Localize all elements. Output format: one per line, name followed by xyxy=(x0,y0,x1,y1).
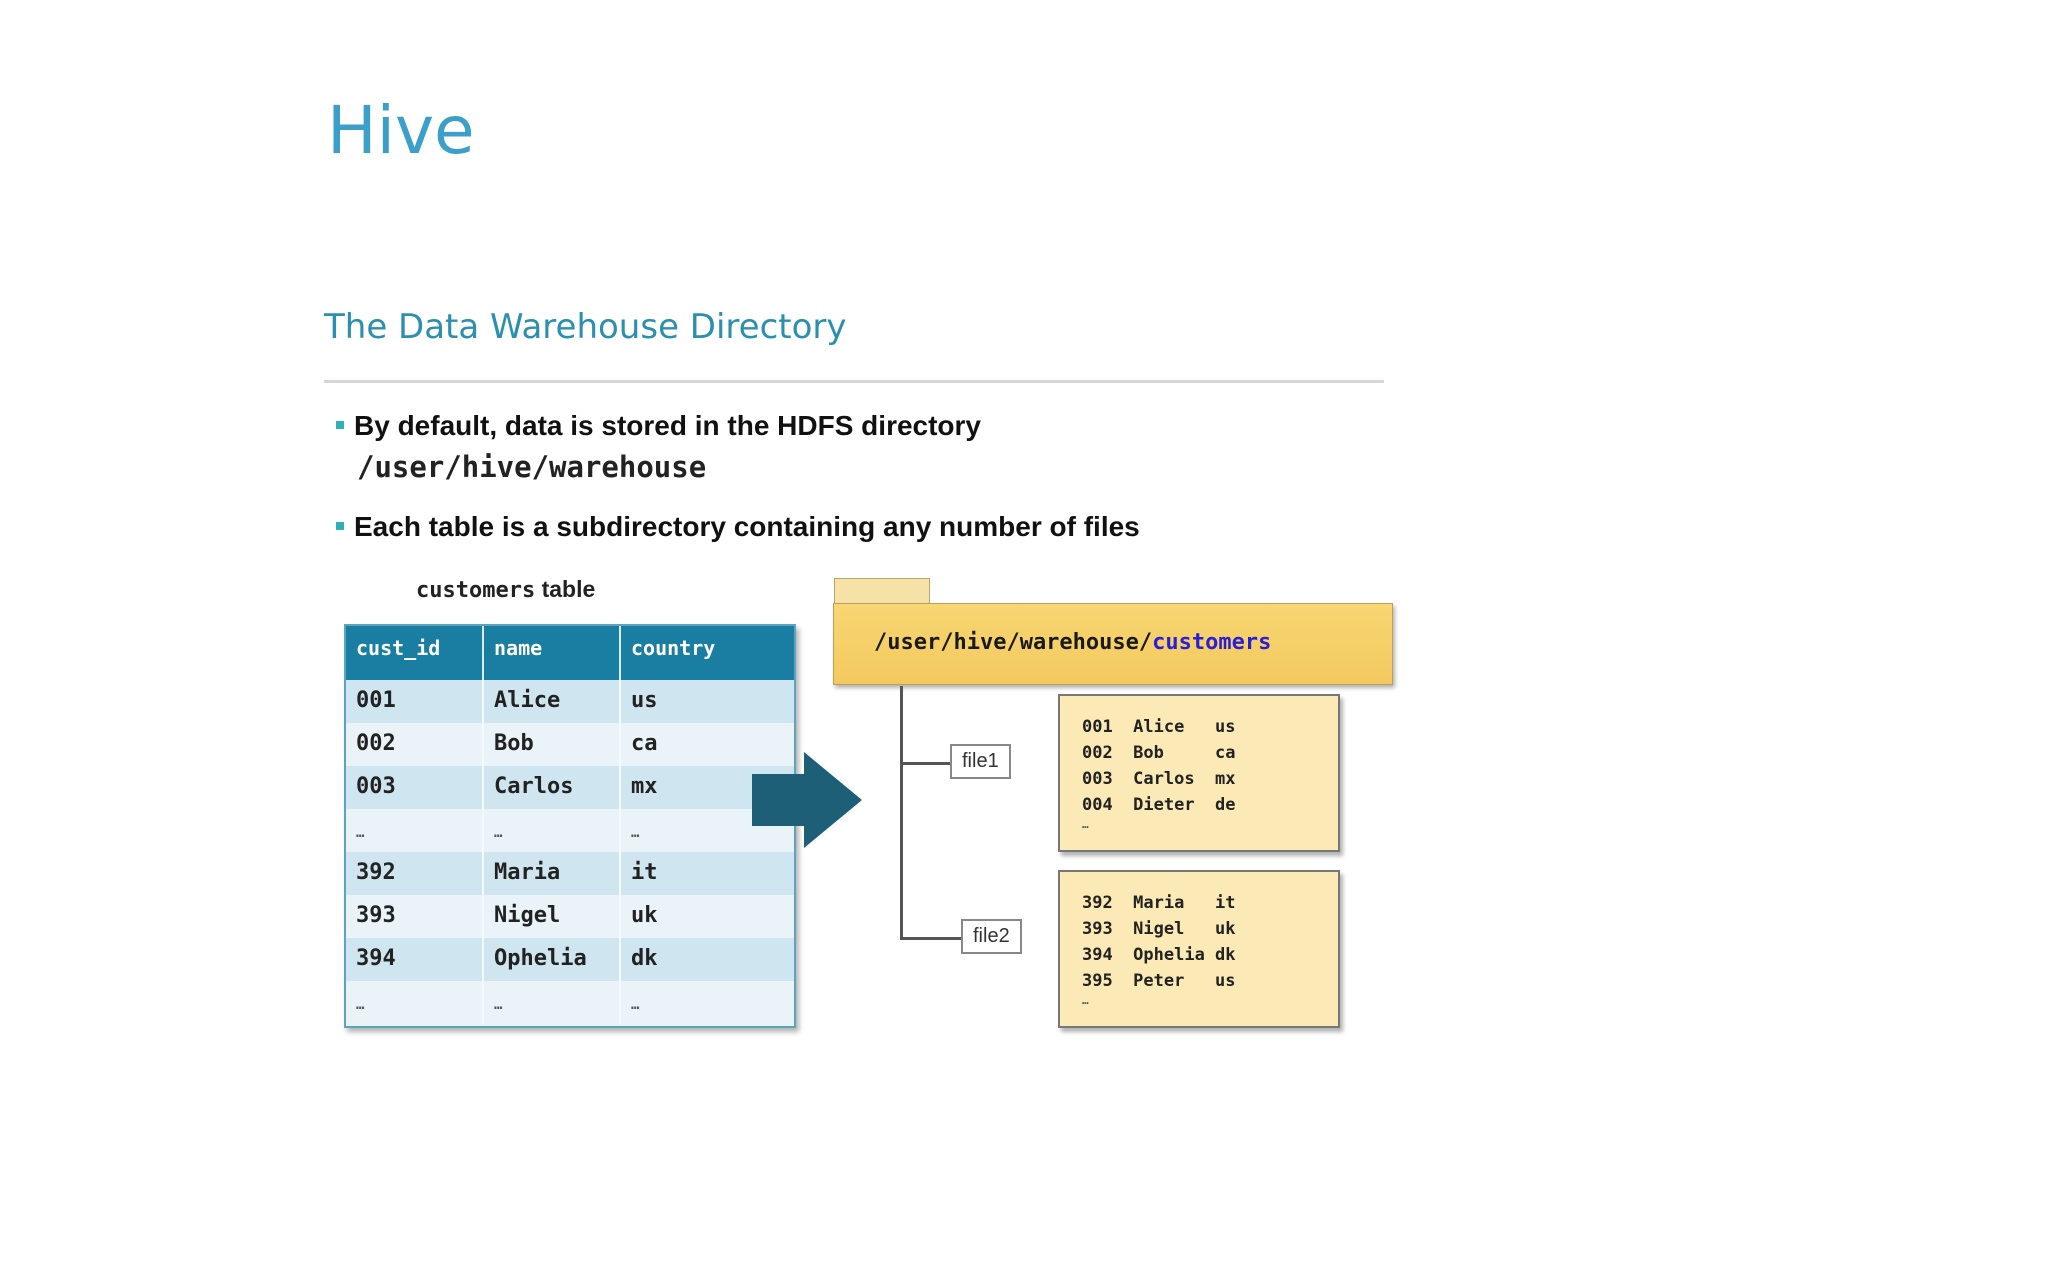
table-cell: … xyxy=(484,809,621,852)
file2-label: file2 xyxy=(961,919,1022,954)
divider xyxy=(324,380,1384,383)
right-arrow-icon xyxy=(752,752,862,848)
table-cell: ca xyxy=(631,731,658,756)
tree-branch xyxy=(900,762,950,765)
folder-path: /user/hive/warehouse/customers xyxy=(874,630,1271,655)
file-line: 395 Peter us xyxy=(1082,971,1236,991)
table-cell: Bob xyxy=(484,723,621,766)
table-cell: Carlos xyxy=(484,766,621,809)
table-caption-text: table xyxy=(535,576,596,602)
table-header-cell: name xyxy=(484,626,621,680)
folder-path-prefix: /user/hive/warehouse/ xyxy=(874,630,1153,655)
file-line: 393 Nigel uk xyxy=(1082,919,1236,939)
table-cell: … xyxy=(346,809,484,852)
table-cell: … xyxy=(631,997,640,1013)
table-caption-code: customers xyxy=(416,578,536,603)
bullet-marker xyxy=(336,420,344,429)
table-cell: Maria xyxy=(484,852,621,895)
table-header-row: cust_id name country xyxy=(346,626,794,680)
table-cell: 001 xyxy=(346,680,484,723)
bullet-marker xyxy=(336,521,344,530)
file-line: … xyxy=(1082,994,1089,1007)
table-cell: Nigel xyxy=(484,895,621,938)
file-line: 394 Ophelia dk xyxy=(1082,945,1236,965)
folder-icon: /user/hive/warehouse/customers xyxy=(833,603,1393,685)
table-cell: uk xyxy=(631,903,658,928)
table-cell: 002 xyxy=(346,723,484,766)
file-line: 003 Carlos mx xyxy=(1082,769,1236,789)
bullet-1-path: /user/hive/warehouse xyxy=(357,450,707,484)
section-heading: The Data Warehouse Directory xyxy=(324,307,847,347)
table-cell: 394 xyxy=(346,938,484,981)
file-line: … xyxy=(1082,818,1089,831)
table-header-cell: cust_id xyxy=(346,626,484,680)
file2-content: 392 Maria it 393 Nigel uk 394 Ophelia dk 39… xyxy=(1058,870,1340,1028)
bullet-1: By default, data is stored in the HDFS d… xyxy=(336,412,981,440)
table-row: ……… xyxy=(346,809,794,852)
table-cell: … xyxy=(346,981,484,1024)
table-cell: 392 xyxy=(346,852,484,895)
table-cell: 003 xyxy=(346,766,484,809)
file-line: 392 Maria it xyxy=(1082,893,1236,913)
file-line: 001 Alice us xyxy=(1082,717,1236,737)
table-cell: Alice xyxy=(484,680,621,723)
slide-title: Hive xyxy=(327,92,475,169)
table-cell: Ophelia xyxy=(484,938,621,981)
bullet-1-text: By default, data is stored in the HDFS d… xyxy=(354,410,982,441)
folder-tab xyxy=(834,578,930,606)
file1-content: 001 Alice us 002 Bob ca 003 Carlos mx 004 D… xyxy=(1058,694,1340,852)
table-caption: customers table xyxy=(416,576,595,603)
table-cell: … xyxy=(484,981,621,1024)
table-cell: dk xyxy=(631,946,658,971)
tree-branch xyxy=(900,937,962,940)
table-cell: mx xyxy=(631,774,658,799)
folder-path-highlight: customers xyxy=(1152,630,1272,655)
table-cell: us xyxy=(631,688,658,713)
bullet-2: Each table is a subdirectory containing … xyxy=(336,513,1140,541)
file-line: 004 Dieter de xyxy=(1082,795,1236,815)
file1-label: file1 xyxy=(950,744,1011,779)
file-line: 002 Bob ca xyxy=(1082,743,1236,763)
table-header-cell: country xyxy=(631,636,716,660)
table-cell: 393 xyxy=(346,895,484,938)
table-cell: … xyxy=(631,825,640,841)
table-row: ……… xyxy=(346,981,794,1024)
table-cell: it xyxy=(631,860,658,885)
bullet-2-text: Each table is a subdirectory containing … xyxy=(354,511,1140,542)
tree-line xyxy=(900,686,903,940)
